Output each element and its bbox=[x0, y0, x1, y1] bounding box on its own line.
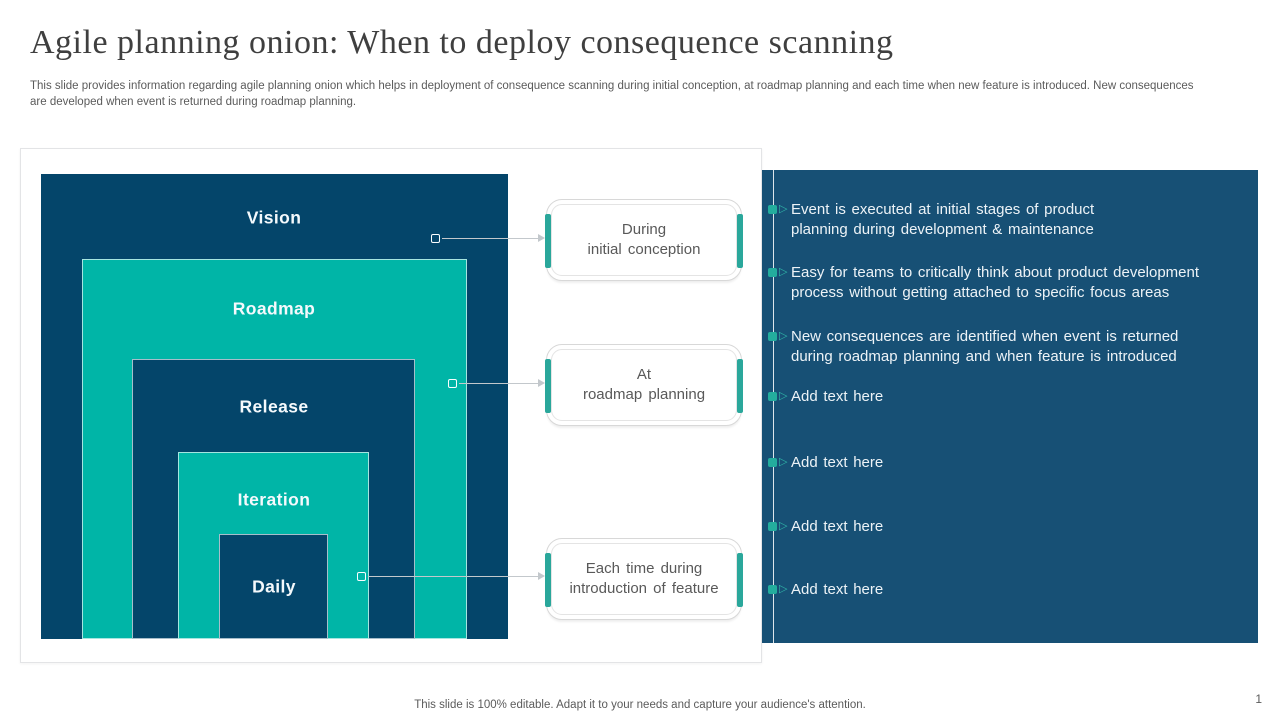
bullet-panel: ▷ Event is executed at initial stages of… bbox=[762, 170, 1258, 643]
list-item: ▷ Easy for teams to critically think abo… bbox=[762, 263, 1246, 302]
layer-label-vision: Vision bbox=[246, 207, 302, 228]
callout-body: Each time during introduction of feature bbox=[551, 543, 737, 615]
callout-accent-bar bbox=[737, 359, 743, 413]
bullet-square-icon bbox=[768, 458, 777, 467]
connector-line bbox=[459, 383, 538, 384]
connector-square-icon bbox=[448, 379, 457, 388]
onion-layer-daily bbox=[219, 534, 328, 639]
callout-text: Each time during introduction of feature bbox=[569, 560, 719, 597]
bullet-square-icon bbox=[768, 522, 777, 531]
callout-roadmap-planning: At roadmap planning bbox=[545, 344, 743, 426]
list-item: ▷ Add text here bbox=[762, 453, 1246, 473]
list-item-text: Add text here bbox=[791, 454, 884, 471]
callout-accent-bar bbox=[737, 214, 743, 268]
bullet-square-icon bbox=[768, 205, 777, 214]
layer-label-iteration: Iteration bbox=[237, 489, 311, 510]
list-item-text: Add text here bbox=[791, 518, 884, 535]
callout-accent-bar bbox=[545, 553, 551, 607]
bullet-arrow-icon: ▷ bbox=[779, 330, 788, 342]
connector-line bbox=[368, 576, 538, 577]
list-item: ▷ Add text here bbox=[762, 580, 1246, 600]
callout-initial-conception: During initial conception bbox=[545, 199, 743, 281]
bullet-arrow-icon: ▷ bbox=[779, 203, 788, 215]
bullet-arrow-icon: ▷ bbox=[779, 583, 788, 595]
page-number: 1 bbox=[1255, 692, 1262, 706]
bullet-square-icon bbox=[768, 332, 777, 341]
callout-text: During initial conception bbox=[587, 221, 701, 258]
page-title: Agile planning onion: When to deploy con… bbox=[30, 24, 894, 61]
connector-line bbox=[442, 238, 538, 239]
timeline-line bbox=[773, 170, 774, 643]
list-item: ▷ Event is executed at initial stages of… bbox=[762, 200, 1246, 239]
layer-label-daily: Daily bbox=[252, 576, 296, 597]
callout-feature-introduction: Each time during introduction of feature bbox=[545, 538, 743, 620]
list-item-text: Add text here bbox=[791, 581, 884, 598]
list-item-text: New consequences are identified when eve… bbox=[791, 328, 1179, 365]
slide-description: This slide provides information regardin… bbox=[30, 80, 1194, 108]
connector-square-icon bbox=[431, 234, 440, 243]
bullet-arrow-icon: ▷ bbox=[779, 456, 788, 468]
list-item: ▷ New consequences are identified when e… bbox=[762, 327, 1246, 366]
bullet-arrow-icon: ▷ bbox=[779, 390, 788, 402]
callout-body: During initial conception bbox=[551, 204, 737, 276]
arrowhead-icon bbox=[538, 379, 545, 387]
bullet-square-icon bbox=[768, 268, 777, 277]
arrowhead-icon bbox=[538, 234, 545, 242]
callout-accent-bar bbox=[545, 359, 551, 413]
list-item: ▷ Add text here bbox=[762, 517, 1246, 537]
callout-text: At roadmap planning bbox=[582, 366, 706, 403]
callout-accent-bar bbox=[545, 214, 551, 268]
bullet-square-icon bbox=[768, 392, 777, 401]
callout-accent-bar bbox=[737, 553, 743, 607]
list-item: ▷ Add text here bbox=[762, 387, 1246, 407]
onion-diagram-card: Vision Roadmap Release Iteration Daily D… bbox=[20, 148, 762, 663]
bullet-arrow-icon: ▷ bbox=[779, 266, 788, 278]
bullet-arrow-icon: ▷ bbox=[779, 520, 788, 532]
layer-label-release: Release bbox=[239, 396, 309, 417]
layer-label-roadmap: Roadmap bbox=[232, 298, 316, 319]
list-item-text: Event is executed at initial stages of p… bbox=[791, 201, 1095, 238]
footer-note: This slide is 100% editable. Adapt it to… bbox=[414, 699, 866, 711]
list-item-text: Easy for teams to critically think about… bbox=[791, 264, 1200, 301]
list-item-text: Add text here bbox=[791, 388, 884, 405]
callout-body: At roadmap planning bbox=[551, 349, 737, 421]
arrowhead-icon bbox=[538, 572, 545, 580]
bullet-square-icon bbox=[768, 585, 777, 594]
connector-square-icon bbox=[357, 572, 366, 581]
